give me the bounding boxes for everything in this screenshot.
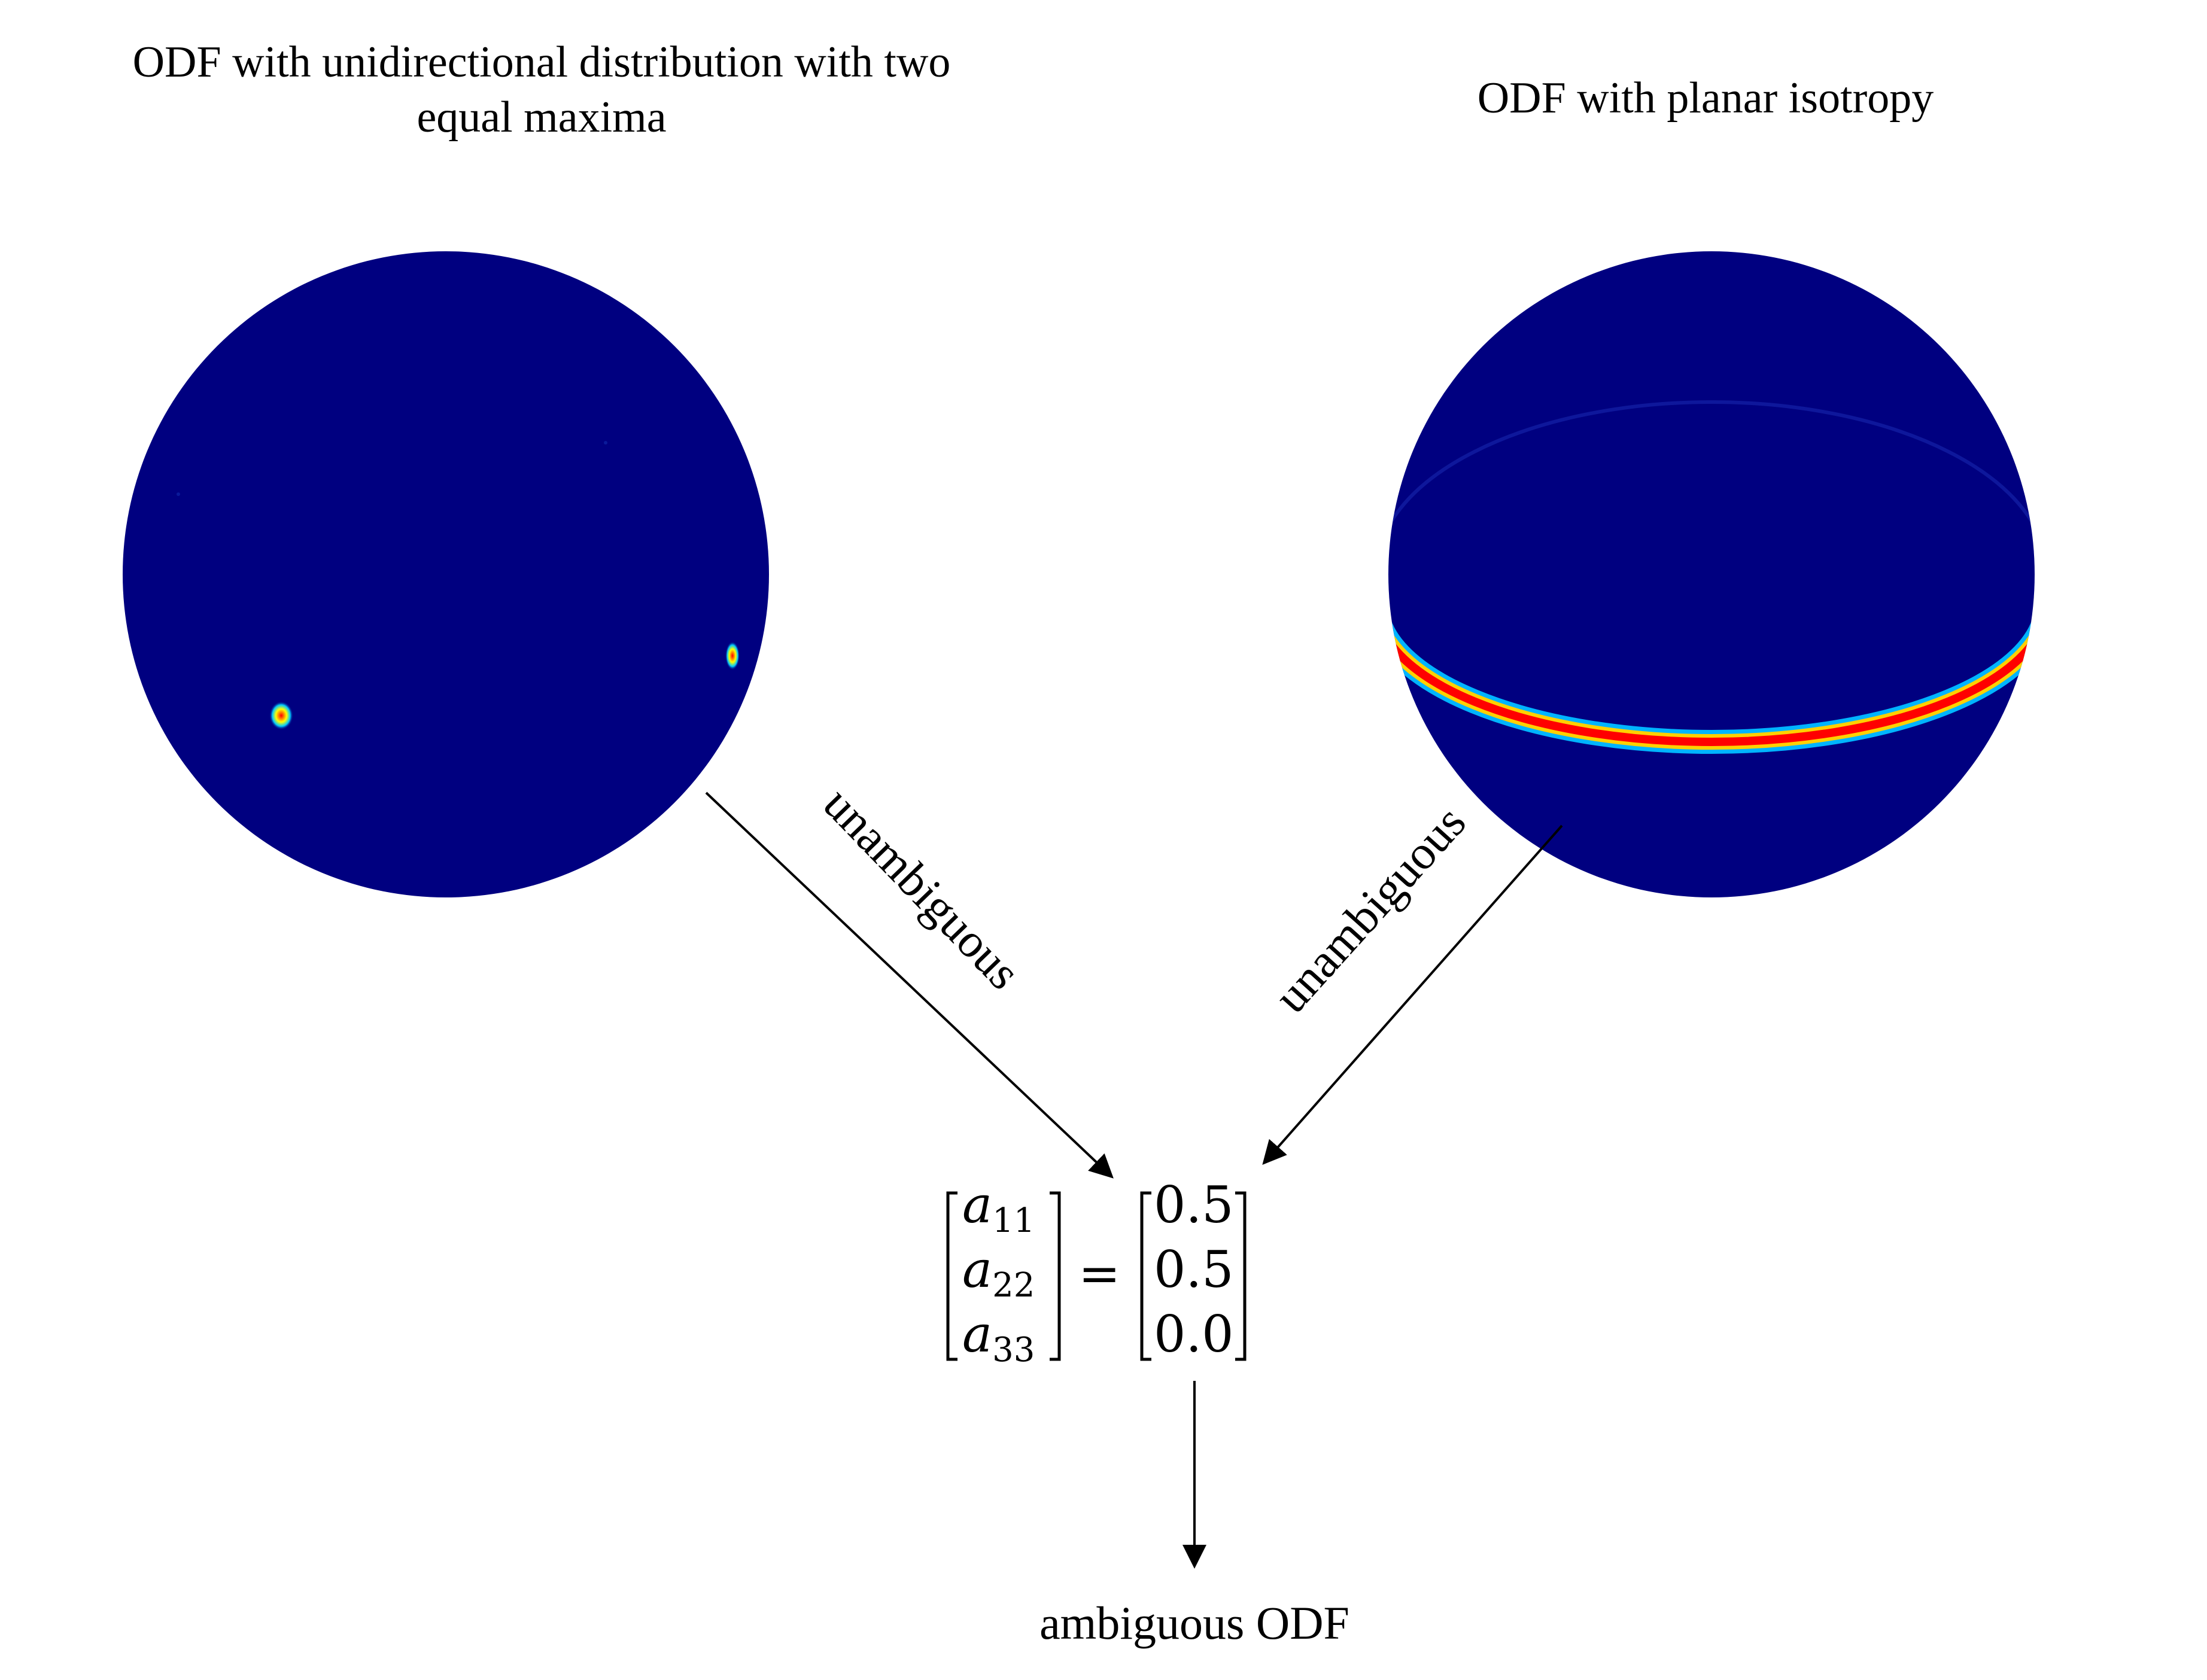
left-sphere bbox=[123, 251, 769, 897]
equation: a11 a22 a33 = 0.5 0.5 0.0 bbox=[962, 1176, 1234, 1369]
rhs-bracket bbox=[1140, 1191, 1247, 1361]
left-sphere-spot-lower bbox=[269, 701, 293, 730]
arrow-right-to-equation bbox=[1262, 824, 1563, 1165]
arrow-left-to-equation bbox=[705, 792, 1114, 1179]
left-title-line1: ODF with unidirectional distribution wit… bbox=[132, 38, 951, 87]
left-sphere-faint-dot bbox=[177, 492, 180, 496]
lhs-entry-3: a33 bbox=[962, 1305, 1035, 1369]
lhs-bracket bbox=[946, 1191, 1061, 1361]
right-title: ODF with planar isotropy bbox=[1477, 74, 1934, 123]
left-title-line2: equal maxima bbox=[417, 93, 667, 142]
result-label: ambiguous ODF bbox=[1039, 1597, 1349, 1649]
left-title: ODF with unidirectional distribution wit… bbox=[0, 35, 1083, 145]
lhs-entry-2: a22 bbox=[962, 1240, 1035, 1305]
rhs-entry-1: 0.5 bbox=[1154, 1176, 1234, 1234]
left-sphere-spot-right bbox=[725, 641, 740, 670]
left-sphere-faint-dot bbox=[604, 441, 607, 445]
equals-sign: = bbox=[1078, 1244, 1120, 1303]
equatorial-band bbox=[1388, 400, 2035, 754]
rhs-entry-3: 0.0 bbox=[1154, 1305, 1234, 1364]
rhs-entry-2: 0.5 bbox=[1154, 1240, 1234, 1299]
lhs-entry-1: a11 bbox=[962, 1176, 1035, 1240]
